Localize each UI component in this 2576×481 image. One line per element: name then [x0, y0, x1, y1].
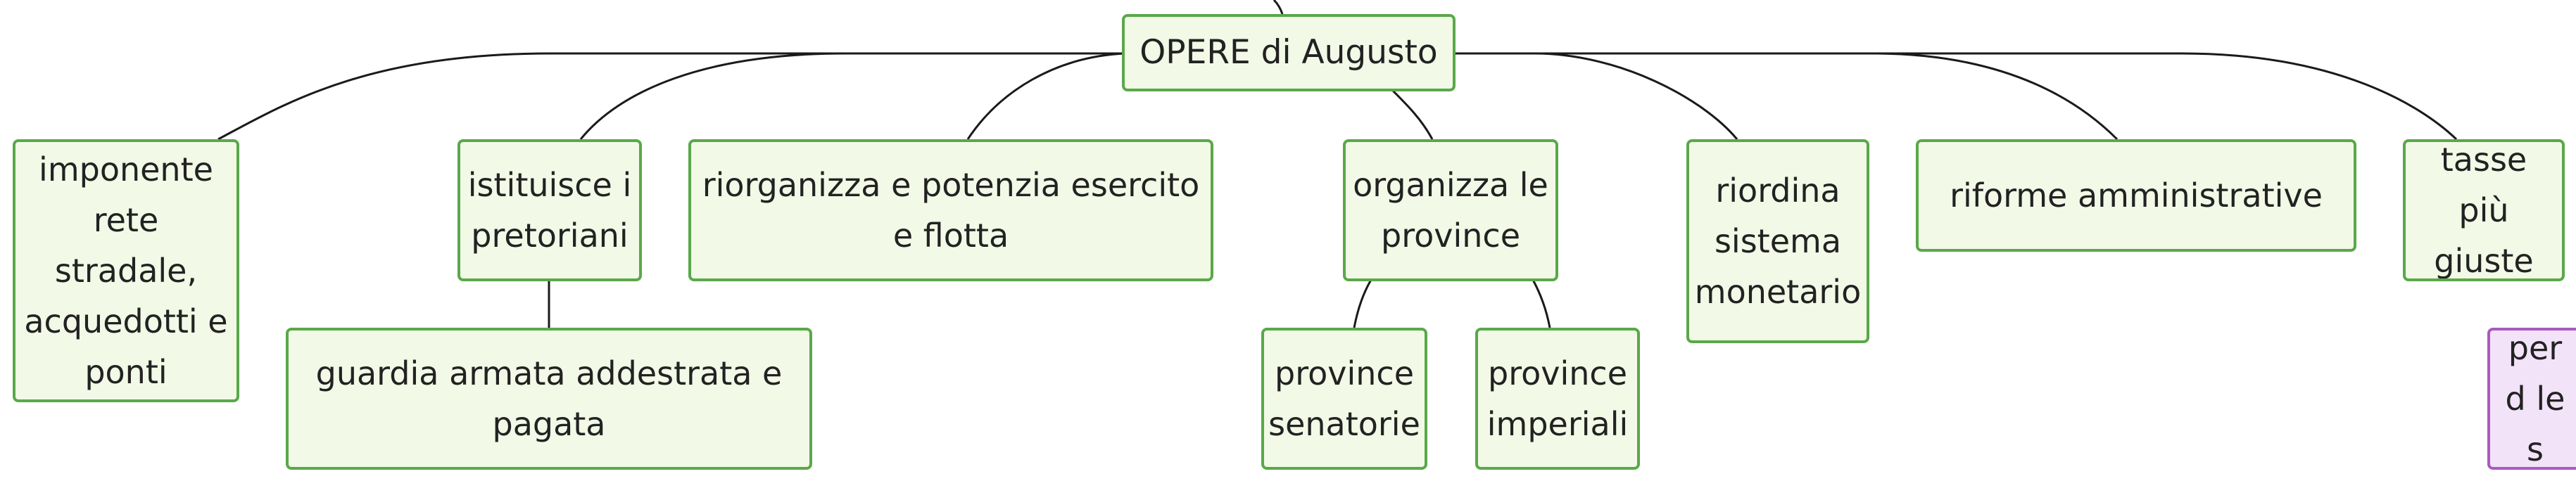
edge-root-strade	[217, 52, 1126, 141]
node-province-imperiali-label: province imperiali	[1486, 354, 1629, 443]
edge-root-province	[1391, 89, 1434, 140]
edge-root-pretoriani	[579, 52, 1126, 140]
edge-root-esercito	[966, 52, 1127, 140]
node-esercito-label: riorganizza e potenzia esercito e flotta	[702, 166, 1200, 255]
node-pretoriani-label: istituisce i pretoriani	[467, 166, 632, 255]
node-monetario-label: riordina sistema monetario	[1694, 172, 1862, 311]
node-monetario[interactable]: riordina sistema monetario	[1686, 139, 1869, 343]
edge-province-senatorie	[1353, 279, 1372, 328]
node-esercito[interactable]: riorganizza e potenzia esercito e flotta	[688, 139, 1213, 281]
edge-root-tasse	[1456, 52, 2458, 141]
node-pretoriani-detail[interactable]: guardia armata addestrata e pagata	[286, 328, 812, 470]
edge-root-riforme	[1456, 52, 2119, 141]
node-tasse-detail[interactable]: per d le s	[2487, 328, 2576, 470]
node-tasse-detail-label: per d le s	[2505, 329, 2565, 468]
node-riforme[interactable]: riforme amministrative	[1916, 139, 2356, 252]
edge-root-monetario	[1456, 52, 1738, 140]
node-riforme-label: riforme amministrative	[1950, 177, 2323, 214]
root-label: OPERE di Augusto	[1139, 33, 1438, 72]
node-province-senatorie[interactable]: province senatorie	[1261, 328, 1427, 470]
root-node[interactable]: OPERE di Augusto	[1122, 14, 1456, 91]
node-province-label: organizza le province	[1353, 166, 1548, 255]
node-province-imperiali[interactable]: province imperiali	[1475, 328, 1640, 470]
node-pretoriani[interactable]: istituisce i pretoriani	[457, 139, 642, 281]
node-pretoriani-detail-label: guardia armata addestrata e pagata	[315, 354, 783, 443]
node-tasse[interactable]: tasse più giuste	[2403, 139, 2565, 281]
edge-root-parent	[1273, 0, 1284, 15]
node-tasse-label: tasse più giuste	[2434, 141, 2534, 280]
node-province[interactable]: organizza le province	[1343, 139, 1558, 281]
node-strade-label: imponente rete stradale, acquedotti e po…	[24, 150, 228, 391]
node-province-senatorie-label: province senatorie	[1268, 354, 1420, 443]
edge-province-imperiali	[1532, 279, 1551, 328]
node-strade[interactable]: imponente rete stradale, acquedotti e po…	[13, 139, 239, 402]
